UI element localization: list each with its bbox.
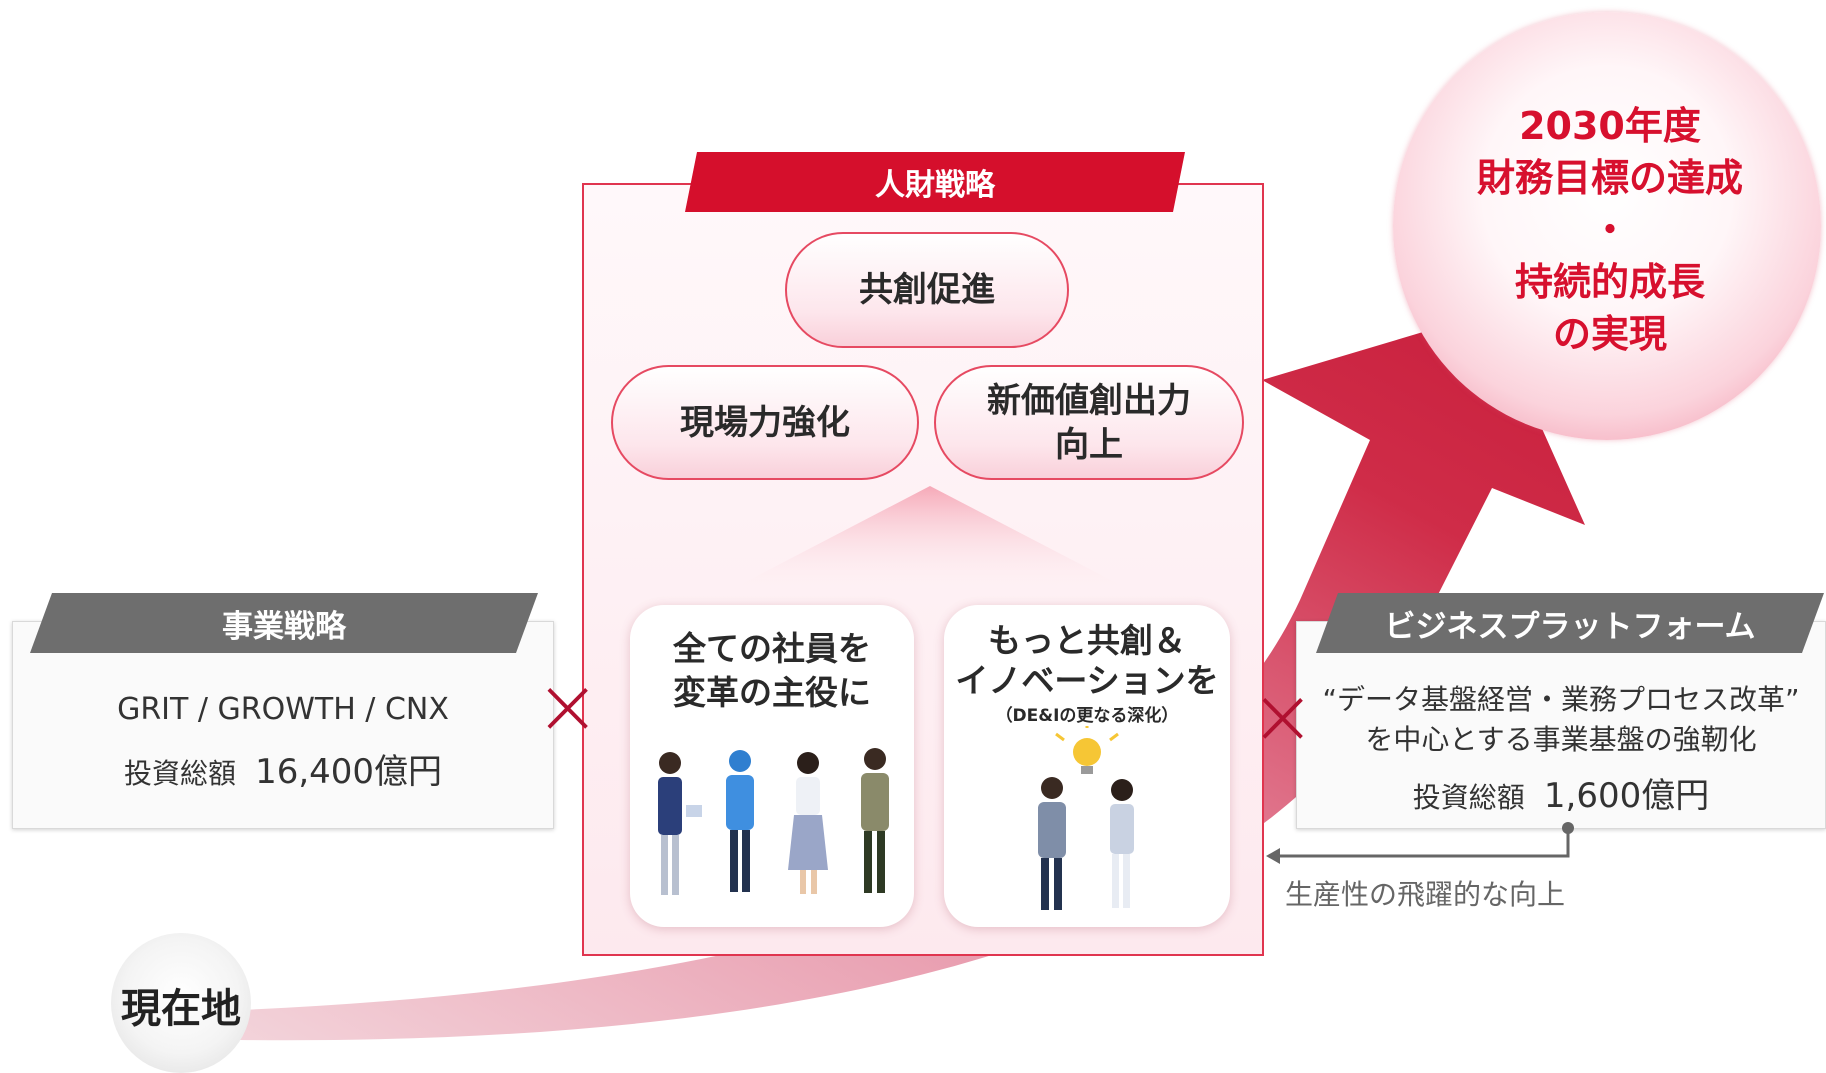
goal-line-1: 2030年度 <box>1519 104 1701 148</box>
card-1-line-1: 全ての社員を <box>673 629 871 668</box>
goal-line-2: 財務目標の達成 <box>1476 156 1743 200</box>
business-strategy-box: GRIT / GROWTH / CNX 投資総額 16,400億円 <box>12 621 554 829</box>
platform-investment: 投資総額 1,600億円 <box>1297 768 1825 817</box>
platform-invest-label: 投資総額 <box>1412 781 1525 814</box>
person-2-icon <box>726 750 754 892</box>
platform-invest-value: 1,600億円 <box>1543 776 1710 816</box>
cross-left: × <box>535 662 601 752</box>
business-platform-title: ビジネスプラットフォーム <box>1316 593 1824 653</box>
lightbulb-icon <box>1055 720 1119 774</box>
person-woman-icon <box>1110 779 1134 908</box>
cross-right: × <box>1250 672 1316 762</box>
business-invest-label: 投資総額 <box>123 757 236 790</box>
pill-cocreation-label: 共創促進 <box>859 270 995 310</box>
goal-line-5: の実現 <box>1552 312 1667 356</box>
goal-circle <box>1393 12 1821 440</box>
innovation-illustration <box>1038 720 1134 910</box>
business-invest-value: 16,400億円 <box>255 752 443 792</box>
productivity-connector <box>1266 822 1574 864</box>
support-cone <box>730 486 1130 590</box>
person-4-icon <box>861 748 889 893</box>
business-platform-box: “データ基盤経営・業務プロセス改革” を中心とする事業基盤の強靭化 投資総額 1… <box>1296 621 1826 829</box>
current-location-label: 現在地 <box>121 986 241 1032</box>
card-2-line-2: イノベーションを <box>955 661 1219 700</box>
current-location-circle <box>111 933 251 1073</box>
goal-line-3: ・ <box>1590 208 1629 252</box>
arrow-left-icon <box>1266 848 1280 864</box>
pill-field-label: 現場力強化 <box>680 402 850 443</box>
goal-text: 2030年度 財務目標の達成 ・ 持続的成長 の実現 <box>1420 100 1800 360</box>
goal-line-4: 持続的成長 <box>1514 260 1705 304</box>
business-strategy-line: GRIT / GROWTH / CNX <box>117 692 449 727</box>
productivity-label: 生産性の飛躍的な向上 <box>1285 878 1566 911</box>
platform-line-1: “データ基盤経営・業務プロセス改革” <box>1322 683 1800 716</box>
person-1-icon <box>658 752 702 895</box>
hr-strategy-title: 人財戦略 <box>685 152 1185 212</box>
person-3-icon <box>788 752 828 894</box>
card-1-line-2: 変革の主役に <box>673 673 871 712</box>
pill-new-value: 新価値創出力 向上 <box>934 365 1244 480</box>
pill-new-value-line-1: 新価値創出力 <box>987 380 1191 421</box>
card-2-line-1: もっと共創＆ <box>988 621 1186 660</box>
card-2-sub: （DE&Iの更なる深化） <box>995 706 1179 726</box>
platform-line-2: を中心とする事業基盤の強靭化 <box>1365 723 1757 756</box>
business-strategy-investment: 投資総額 16,400億円 <box>13 744 553 793</box>
business-strategy-title: 事業戦略 <box>30 593 538 653</box>
pill-new-value-line-2: 向上 <box>1055 424 1123 465</box>
employees-illustration <box>658 748 889 895</box>
person-man-icon <box>1038 777 1066 910</box>
card-cocreation-innovation: もっと共創＆ イノベーションを （DE&Iの更なる深化） <box>944 605 1230 927</box>
pill-field-strength: 現場力強化 <box>611 365 919 480</box>
pill-cocreation: 共創促進 <box>785 232 1069 348</box>
card-all-employees: 全ての社員を 変革の主役に <box>630 605 914 927</box>
